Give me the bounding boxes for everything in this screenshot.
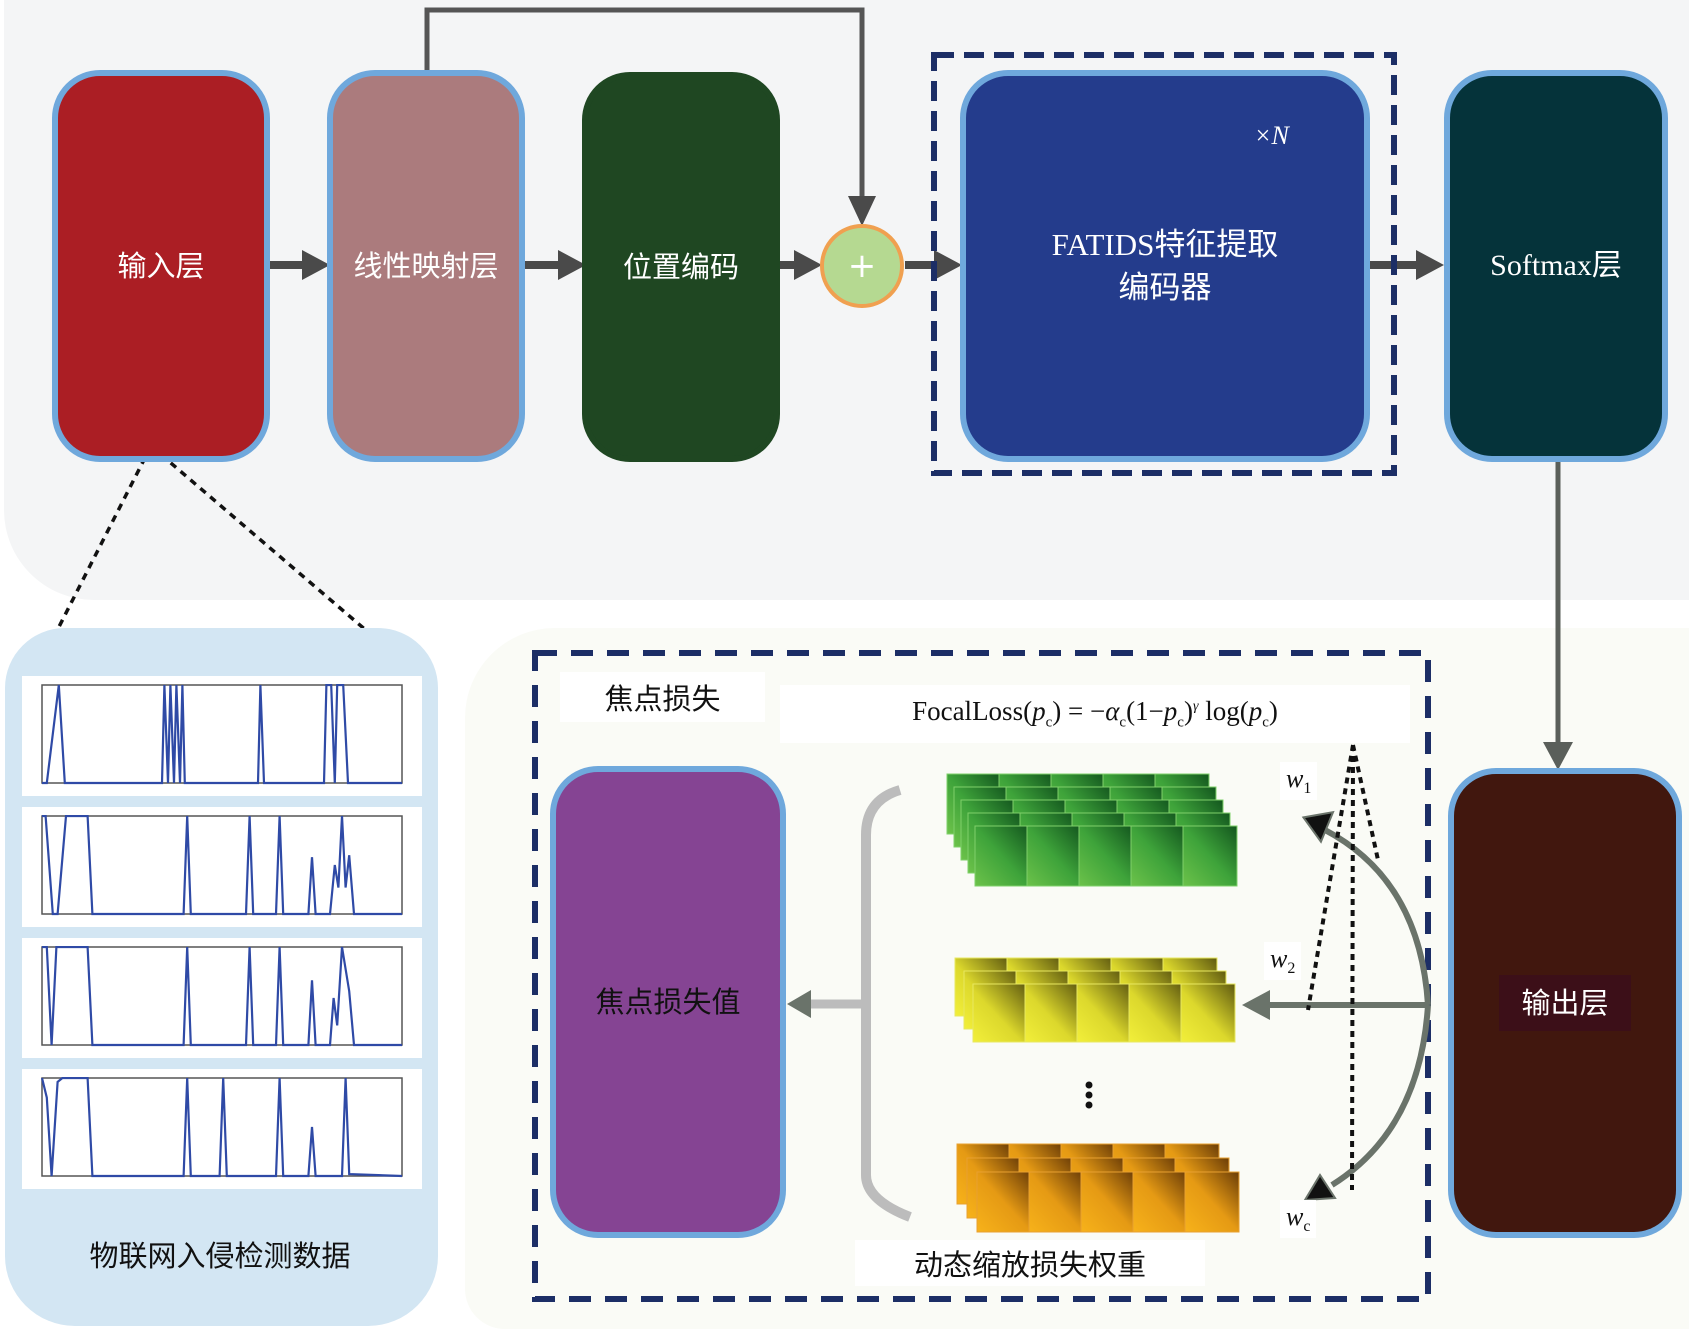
skip-connection-arrowhead [848,196,876,226]
ellipsis-icon [1085,1081,1093,1109]
encoder-label-line1: FATIDS特征提取 [1051,226,1279,262]
encoder-repeat-label: ×N [1254,121,1289,150]
encoder-label-line2: 编码器 [1118,270,1212,305]
iot-series-chart-1 [22,676,422,796]
weight-label-w1: w1 [1280,762,1318,801]
feature-map-tile [1078,825,1134,887]
linear-projection-label: 线性映射层 [353,248,499,283]
arc-output-to-wc [1330,1004,1431,1188]
arrowhead-w1 [1301,810,1335,844]
fatids-encoder-block[interactable]: FATIDS特征提取 编码器 ×N [960,70,1370,462]
encoder-dashed-frame [931,52,1397,476]
iot-series-chart-4 [22,1069,422,1189]
feature-map-tile [974,825,1030,887]
feature-map-tile [1184,1171,1240,1233]
series-line [42,815,402,916]
feature-map-tile [972,983,1028,1043]
arrow-weights-to-loss [787,990,866,1018]
arc-output-to-w1 [1323,827,1431,1006]
series-line [42,684,402,785]
add-node[interactable]: + [820,224,904,308]
feature-map-tile [1028,1171,1084,1233]
aggregation-bracket [861,785,912,1222]
iot-series-chart-2 [22,807,422,927]
iot-series-plot-1 [41,684,403,785]
output-layer-label: 输出层 [1499,974,1631,1032]
feature-map-tile [1130,825,1186,887]
focal-loss-value-label: 焦点损失值 [595,984,741,1019]
plus-icon: + [847,246,877,286]
arrow-linear-to-position [523,250,586,280]
feature-map-tile [1128,983,1184,1043]
zoom-line-left [36,445,153,669]
dynamic-weights-caption: 动态缩放损失权重 [855,1240,1205,1286]
focal-loss-title: 焦点损失 [560,672,765,722]
linear-projection-block[interactable]: 线性映射层 [327,70,525,462]
weight-label-w2: w2 [1264,942,1302,981]
focal-loss-value-block[interactable]: 焦点损失值 [550,766,786,1238]
formula-text: FocalLoss(pc) = −αc(1−pc)γ log(pc) [912,696,1278,731]
feature-map-tile [1180,983,1236,1043]
positional-encoding-label: 位置编码 [622,249,739,284]
feature-map-tile [1076,983,1132,1043]
feature-map-tile [1182,825,1238,887]
formula-to-weights-dotted-lines [1306,744,1380,1191]
focal-loss-formula: FocalLoss(pc) = −αc(1−pc)γ log(pc) [780,685,1410,743]
arrow-position-to-add [778,250,822,280]
iot-series-plot-2 [41,815,403,916]
zoom-line-right [149,444,412,670]
feature-map-stack-wc [956,1143,1240,1233]
series-line [42,946,402,1047]
feature-map-stack-w2 [954,957,1236,1043]
series-line [41,1077,403,1178]
softmax-layer-block[interactable]: Softmax层 [1444,70,1668,462]
arrowhead-wc [1303,1173,1337,1202]
input-layer-block[interactable]: 输入层 [52,70,270,462]
skip-connection-line [424,7,865,208]
series-frame [41,684,403,784]
iot-series-plot-3 [41,946,403,1047]
feature-map-tile [1132,1171,1188,1233]
softmax-layer-label: Softmax层 [1490,249,1622,282]
arrow-softmax-to-output [1543,455,1573,770]
focal-loss-dashed-frame [532,650,1431,1302]
iot-series-plot-4 [41,1077,403,1178]
input-layer-label: 输入层 [117,248,205,283]
output-layer-block[interactable]: 输出层 [1448,768,1682,1238]
weight-label-wc: wc [1280,1200,1317,1239]
iot-data-title: 物联网入侵检测数据 [89,1239,351,1273]
arrow-output-to-w2 [1242,990,1428,1020]
feature-map-stack-w1 [946,773,1238,887]
arrow-input-to-linear [268,250,330,280]
positional-encoding-block[interactable]: 位置编码 [582,72,780,462]
feature-map-tile [976,1171,1032,1233]
iot-series-chart-3 [22,938,422,1058]
feature-map-tile [1080,1171,1136,1233]
feature-map-tile [1026,825,1082,887]
feature-map-tile [1024,983,1080,1043]
